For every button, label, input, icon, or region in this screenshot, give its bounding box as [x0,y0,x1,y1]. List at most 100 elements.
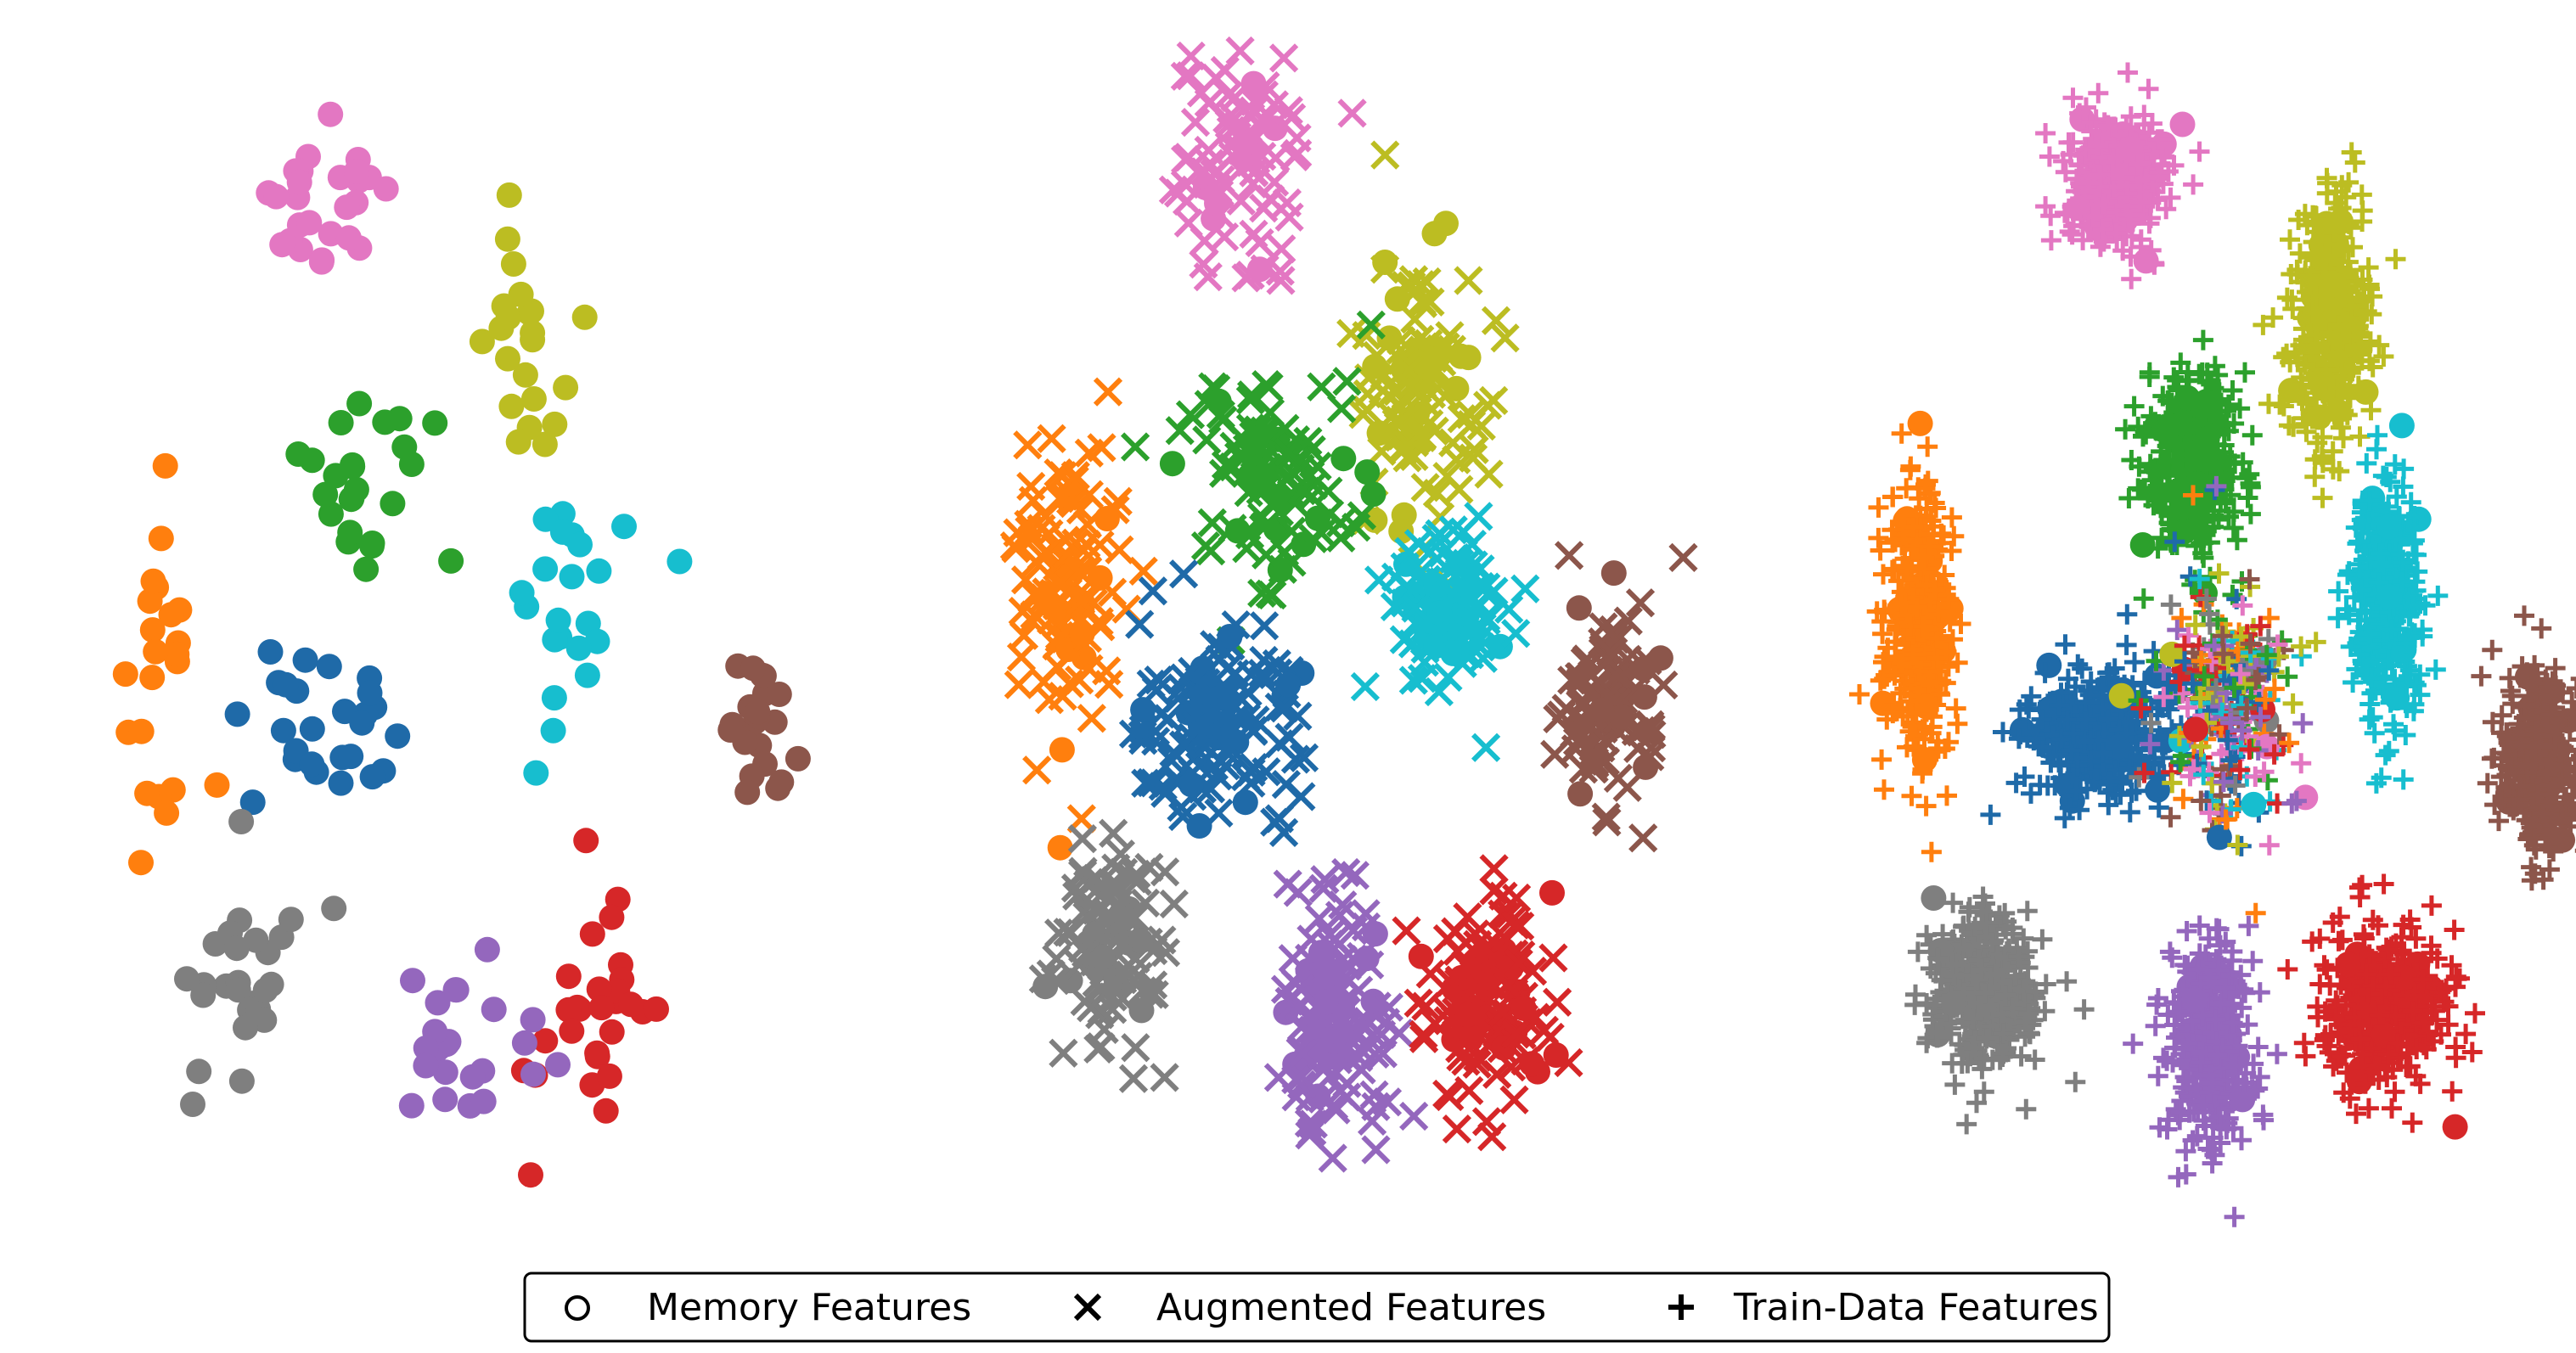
augmented-point [1423,620,1454,650]
train-data-point [1917,436,1938,458]
train-data-point [2247,1036,2269,1058]
augmented-point [1310,865,1340,895]
memory-point [785,745,811,772]
augmented-point [1060,873,1091,903]
memory-point [495,304,521,330]
memory-point [500,251,526,277]
augmented-point [1121,1033,1150,1063]
memory-point [1049,737,1075,763]
memory-point [386,406,413,432]
augmented-point [1407,664,1437,693]
memory-point [1130,697,1156,723]
train-data-point [2115,418,2136,440]
augmented-point [1044,624,1074,654]
train-data-point [2341,142,2362,163]
augmented-point [1042,944,1071,974]
augmented-point [1188,693,1218,724]
augmented-point [1200,630,1229,660]
memory-point [496,182,522,208]
augmented-point [1251,540,1281,570]
augmented-point [1352,395,1382,424]
augmented-point [1392,443,1422,473]
train-data-point [2123,1033,2144,1054]
memory-point [1313,989,1339,1015]
memory-point [180,1092,205,1117]
augmented-point [1141,727,1171,756]
train-data-point [2293,1032,2314,1053]
train-data-point [2393,769,2414,790]
memory-point [2306,404,2332,430]
memory-point [299,716,325,742]
memory-point [158,602,184,628]
memory-point [555,997,582,1023]
augmented-point [1186,78,1217,108]
memory-point [765,775,791,801]
augmented-point [1341,512,1371,542]
augmented-point [1049,1038,1078,1068]
memory-point [1353,946,1380,972]
train-data-point [1915,795,1937,817]
memory-point [339,486,365,512]
train-data-point [2056,971,2078,992]
augmented-point [1168,730,1199,760]
augmented-point [1337,98,1367,128]
memory-point [542,411,568,437]
augmented-point [1435,604,1465,634]
memory-point [413,1053,439,1079]
memory-point [353,556,380,582]
memory-point [380,491,406,517]
train-data-point [2242,951,2264,972]
memory-point [335,225,362,251]
augmented-point [1120,432,1150,462]
memory-point [596,1063,622,1089]
augmented-point [1464,588,1493,619]
train-data-point [1849,684,1870,705]
augmented-point [1022,755,1052,785]
augmented-point [1066,586,1096,615]
augmented-point [1159,889,1189,919]
train-data-point [2139,362,2160,383]
train-data-point [2117,604,2138,625]
augmented-point [1438,428,1468,458]
memory-point [599,904,625,930]
memory-point [228,809,255,834]
train-data-point [1921,841,1942,862]
train-data-point [1947,713,1968,734]
memory-point [1539,879,1565,906]
augmented-point [1340,861,1370,890]
memory-point [252,977,278,1003]
augmented-point [1239,716,1268,746]
memory-point [223,935,250,962]
augmented-point [1415,959,1445,989]
train-data-point [2514,605,2534,626]
augmented-point [1249,194,1279,223]
memory-point [2388,413,2415,439]
memory-point [588,995,615,1021]
train-data-point [2145,1015,2166,1036]
augmented-point [1454,266,1483,295]
memory-point [285,441,312,467]
augmented-point [1370,140,1400,170]
train-data-point [1941,507,1962,528]
memory-point [400,968,425,994]
train-data-point [2421,895,2442,916]
augmented-point [1264,804,1295,834]
train-data-point [2067,654,2089,675]
augmented-point [1198,372,1228,401]
augmented-point [1427,538,1458,569]
augmented-point [1246,462,1276,491]
train-data-point [2482,639,2503,660]
augmented-point [1455,400,1485,429]
augmented-point [1331,857,1361,888]
augmented-point [1269,693,1300,723]
memory-point [148,525,174,552]
memory-point [422,410,448,436]
train-data-point [2385,249,2406,270]
augmented-point [1169,663,1200,693]
augmented-point [1036,959,1066,989]
memory-point [565,635,592,661]
memory-point [1232,789,1258,816]
train-data-point [2344,152,2365,173]
memory-point [1354,459,1381,486]
augmented-point [1071,939,1101,968]
